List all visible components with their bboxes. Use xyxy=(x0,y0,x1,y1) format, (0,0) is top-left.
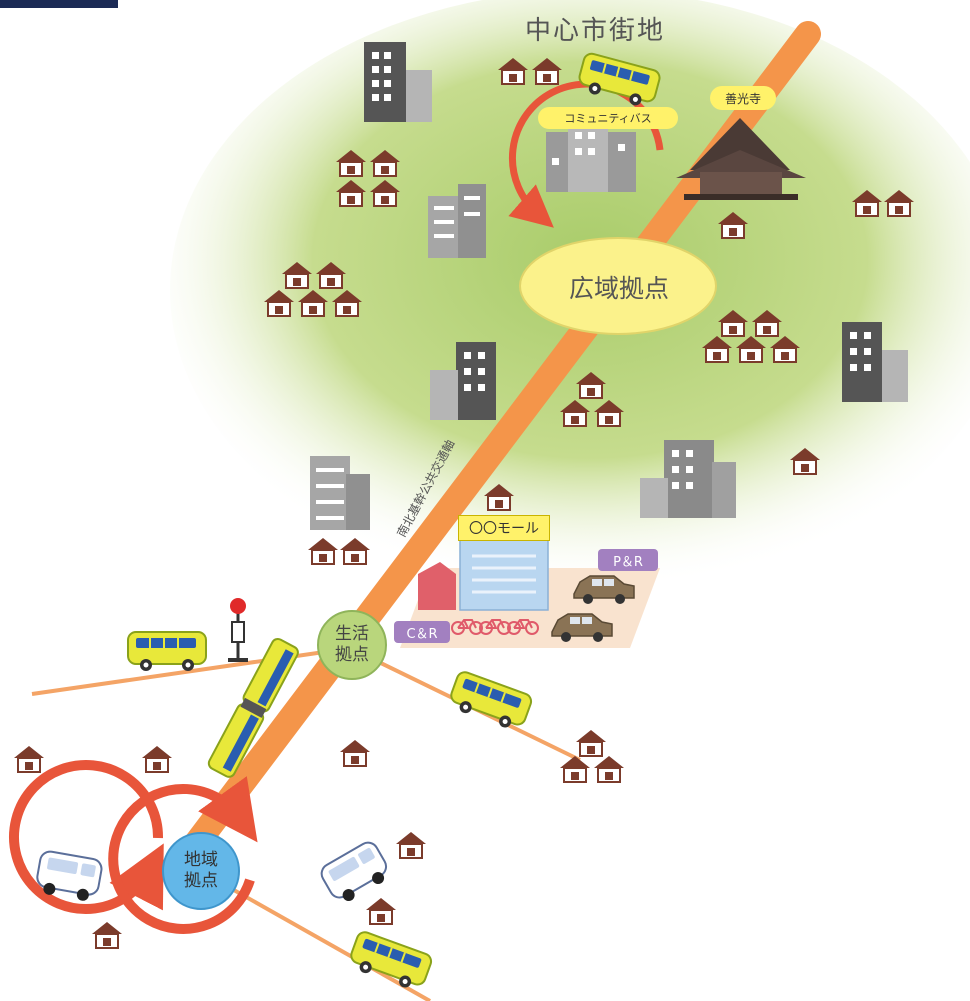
bus-stop-icon xyxy=(228,598,248,662)
living-hub-shape xyxy=(317,610,387,680)
bus-icon xyxy=(445,669,535,735)
temple-icon xyxy=(676,118,806,200)
building-icon xyxy=(640,440,736,518)
park-and-ride-label: P＆R xyxy=(598,549,658,571)
building-icon xyxy=(546,122,636,192)
van-icon xyxy=(317,838,395,909)
cycle-and-ride-label: C＆R xyxy=(394,621,450,643)
wide-area-hub-shape xyxy=(519,237,717,335)
building-icon xyxy=(364,42,432,122)
bus-icon xyxy=(345,929,435,995)
mall-annex xyxy=(418,562,456,610)
mall-building xyxy=(459,537,549,611)
mall-label: 〇〇モール xyxy=(458,515,550,541)
corner-mark xyxy=(0,0,118,8)
building-icon xyxy=(428,184,486,258)
buildings xyxy=(310,42,908,530)
area-loop-arrow-west xyxy=(9,760,164,914)
area-loop-arrow-east xyxy=(108,776,258,934)
building-icon xyxy=(310,456,370,530)
branch-road-west xyxy=(31,646,353,696)
area-hub-label: 地域 拠点 xyxy=(184,850,218,891)
building-icon xyxy=(430,342,496,420)
temple-label: 善光寺 xyxy=(710,86,776,110)
community-bus-label: コミュニティバス xyxy=(538,107,678,129)
map-title: 中心市街地 xyxy=(524,15,665,46)
living-hub-label: 生活 拠点 xyxy=(335,624,369,665)
wide-area-hub-label: 広域拠点 xyxy=(568,274,669,303)
building-icon xyxy=(842,322,908,402)
articulated-bus-icon xyxy=(207,637,299,778)
bus-icon xyxy=(127,631,207,672)
area-hub-shape xyxy=(162,832,240,910)
